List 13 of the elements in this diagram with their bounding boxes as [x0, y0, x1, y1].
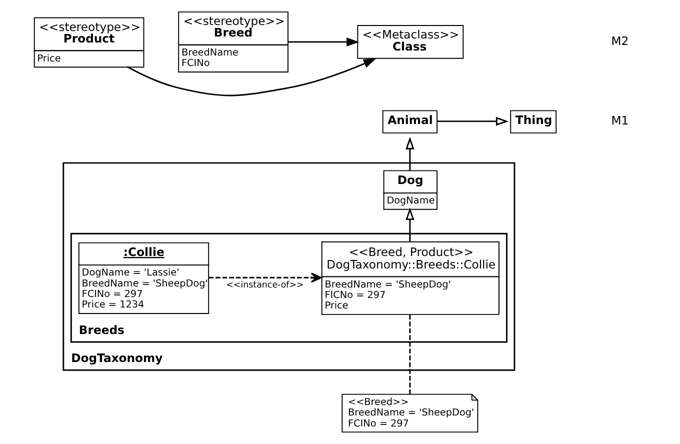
- node-box: <<Metaclass>> Class: [357, 25, 464, 59]
- connector: [409, 314, 411, 394]
- node-box: Thing: [510, 110, 557, 134]
- node-box: Animal: [382, 110, 438, 134]
- arrow: [288, 38, 360, 46]
- arrow: [406, 136, 414, 170]
- label: M1: [611, 113, 629, 128]
- arrow: [406, 207, 414, 242]
- arrow: [208, 272, 322, 283]
- label: M2: [611, 34, 629, 48]
- arrow: [437, 116, 509, 126]
- arrow: [126, 58, 376, 96]
- edge-label: <<instance-of>>: [226, 280, 304, 291]
